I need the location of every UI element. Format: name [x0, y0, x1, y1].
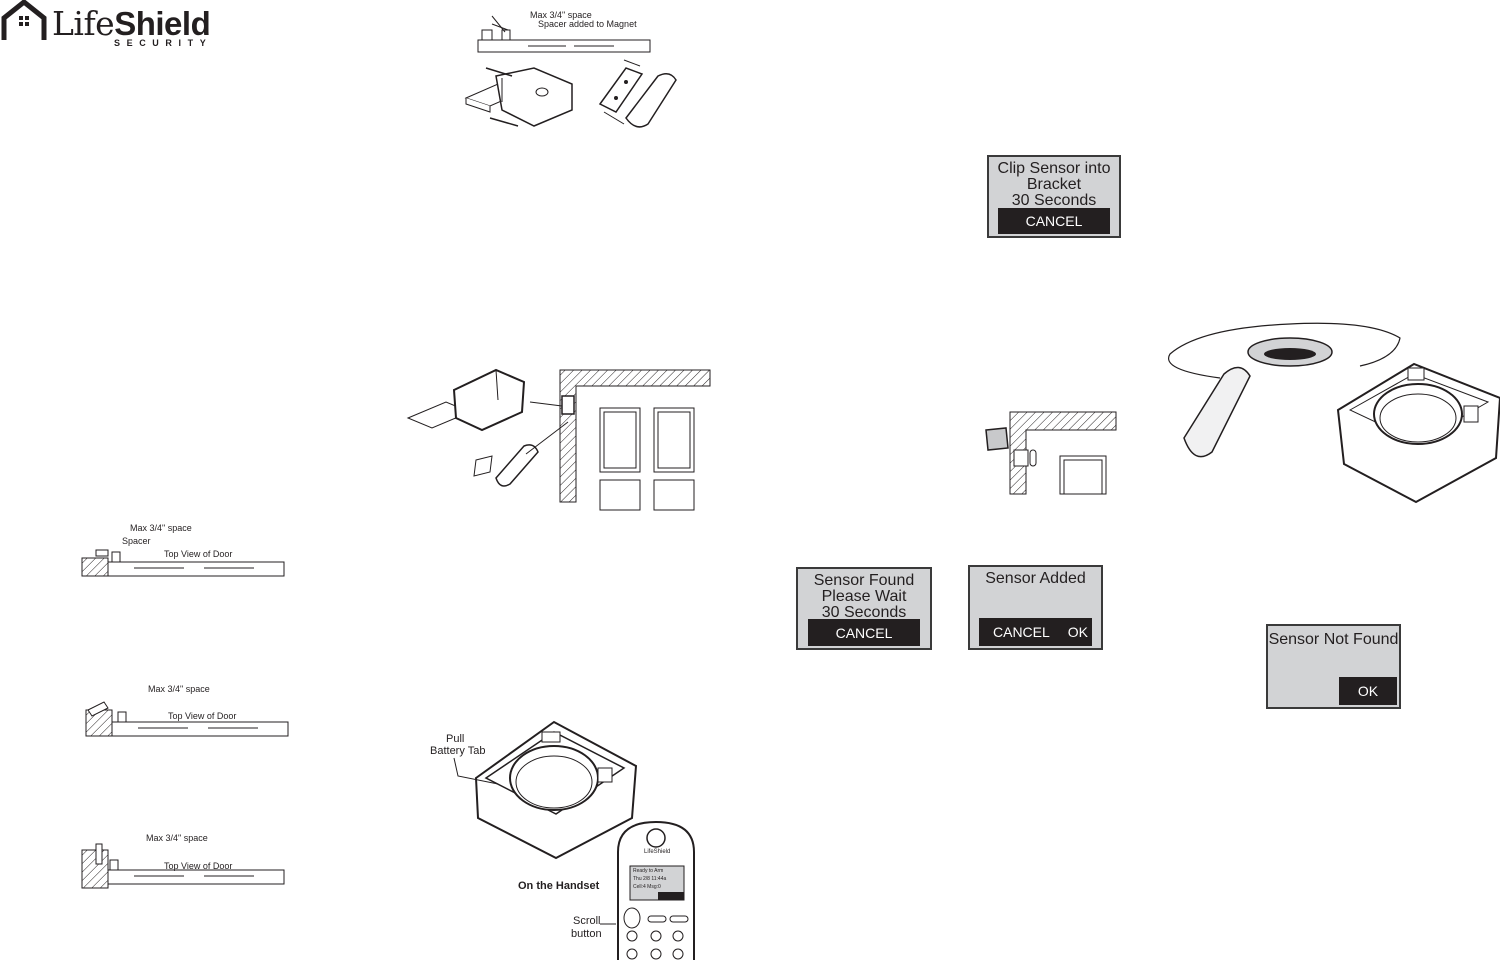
not-found-ok-button[interactable]: OK [1339, 677, 1397, 705]
clip-line-3: 30 Seconds [1011, 192, 1097, 209]
bracket-spacer-drawing [464, 67, 573, 127]
door1-label-space: Max 3/4" space [130, 523, 192, 533]
door-top-view-2-drawing [85, 701, 289, 737]
door3-label-space: Max 3/4" space [146, 833, 208, 843]
found-line-2: Please Wait [821, 588, 907, 605]
door-frame-drawing [559, 369, 711, 511]
house-icon [1, 0, 47, 40]
handset-caption: On the Handset [518, 880, 600, 892]
scroll-label-2: button [571, 928, 602, 940]
found-line-3: 30 Seconds [821, 604, 907, 621]
door-top-view-1-drawing [81, 549, 285, 577]
sensor-with-cable-drawing [1168, 322, 1500, 504]
added-line-1: Sensor Added [985, 570, 1086, 587]
label-pull: Pull [446, 733, 465, 745]
brand-word-light: Life [52, 4, 115, 43]
handset-screen-line-1: Ready to Arm [633, 868, 664, 874]
added-cancel-button[interactable]: CANCEL [993, 624, 1050, 640]
door-top-view-drawing [477, 15, 651, 53]
door-corner-sensor-drawing [985, 411, 1117, 495]
door3-label-view: Top View of Door [164, 861, 233, 871]
bracket-and-sensor-drawing [406, 368, 569, 487]
lifeshield-logo: LifeShield SECURITY [0, 0, 215, 52]
label-max-space: Max 3/4" space [530, 10, 592, 20]
brand-subtitle: SECURITY [114, 38, 213, 48]
label-spacer-added: Spacer added to Magnet [538, 19, 637, 29]
sensor-base-open-drawing [474, 720, 638, 860]
scroll-leader-line [600, 923, 616, 925]
found-cancel-button[interactable]: CANCEL [808, 619, 920, 646]
clip-cancel-button[interactable]: CANCEL [998, 208, 1110, 234]
door2-label-view: Top View of Door [168, 711, 237, 721]
screen-sensor-not-found: Sensor Not Found OK [1266, 624, 1401, 709]
not-found-line-1: Sensor Not Found [1268, 631, 1399, 648]
door-top-view-3-drawing [81, 843, 285, 889]
brand-wordmark: LifeShield [52, 4, 211, 44]
added-button-bar: CANCEL OK [979, 618, 1092, 646]
brand-word-bold: Shield [114, 5, 211, 42]
pull-tab-leader-line [453, 757, 499, 785]
handset-screen-line-3: Cell:4 Msg:0 [633, 884, 661, 890]
handset-brand: LifeShield [644, 849, 671, 855]
door1-label-spacer: Spacer [122, 536, 151, 546]
sensor-spacer-drawing [598, 59, 677, 128]
door2-label-space: Max 3/4" space [148, 684, 210, 694]
screen-sensor-found: Sensor Found Please Wait 30 Seconds CANC… [796, 567, 932, 650]
clip-line-2: Bracket [1026, 176, 1082, 193]
screen-sensor-added: Sensor Added CANCEL OK [968, 565, 1103, 650]
found-line-1: Sensor Found [813, 572, 915, 589]
handset-screen-line-2: Thu 2/8 11:44a [633, 876, 667, 882]
clip-line-1: Clip Sensor into [997, 160, 1111, 177]
screen-clip-sensor: Clip Sensor into Bracket 30 Seconds CANC… [987, 155, 1121, 238]
scroll-label-1: Scroll [573, 915, 601, 927]
door1-label-view: Top View of Door [164, 549, 233, 559]
handset-drawing [617, 820, 695, 960]
label-battery-tab: Battery Tab [430, 745, 486, 757]
added-ok-button[interactable]: OK [1067, 624, 1089, 640]
